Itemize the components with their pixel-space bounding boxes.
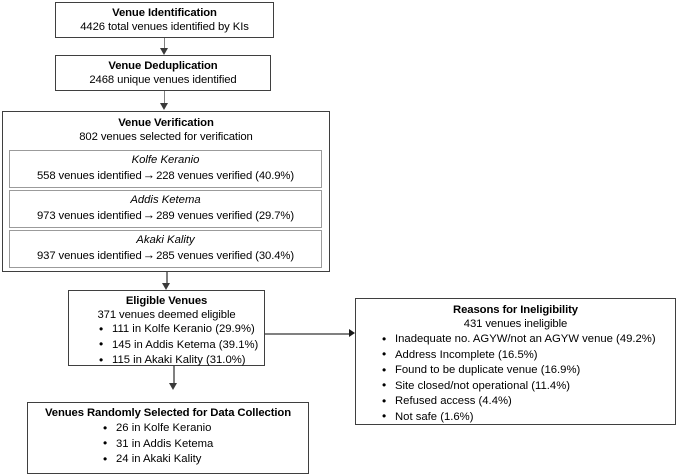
node-line: 431 venues ineligible bbox=[463, 318, 568, 330]
node-title: Venue Verification bbox=[118, 117, 214, 129]
node-line: 371 venues deemed eligible bbox=[97, 309, 236, 321]
node-venue-deduplication: Venue Deduplication 2468 unique venues i… bbox=[55, 55, 271, 91]
node-eligible-venues: Eligible Venues 371 venues deemed eligib… bbox=[68, 290, 265, 369]
connector-eligible-to-selected bbox=[173, 366, 175, 384]
node-line: 802 venues selected for verification bbox=[79, 131, 253, 143]
list-item: 24 in Akaki Kality bbox=[101, 452, 308, 468]
node-reasons-for-ineligibility: Reasons for Ineligibility 431 venues ine… bbox=[355, 298, 676, 425]
arrowhead-right bbox=[349, 329, 355, 337]
subregion-name: Kolfe Keranio bbox=[131, 154, 200, 166]
arrowhead-down bbox=[159, 48, 168, 55]
arrowhead-down bbox=[169, 383, 177, 390]
list-item: 26 in Kolfe Keranio bbox=[101, 421, 308, 437]
connector-eligible-to-reasons bbox=[265, 333, 349, 335]
node-title: Reasons for Ineligibility bbox=[453, 304, 578, 316]
subregion-name: Addis Ketema bbox=[130, 194, 201, 206]
subregion-stats: 973 venues identified→289 venues verifie… bbox=[10, 208, 321, 223]
list-item: 115 in Akaki Kality (31.0%) bbox=[97, 353, 264, 369]
right-arrow-icon: → bbox=[142, 248, 156, 262]
subregion-verified: 289 venues verified (29.7%) bbox=[156, 210, 295, 222]
arrowhead-down bbox=[159, 103, 168, 110]
right-arrow-icon: → bbox=[142, 168, 156, 182]
list-item: Site closed/not operational (11.4%) bbox=[380, 378, 675, 395]
connector-identification-to-deduplication bbox=[163, 38, 165, 50]
subregion-addis-ketema: Addis Ketema 973 venues identified→289 v… bbox=[9, 190, 322, 228]
subregion-identified: 973 venues identified bbox=[36, 210, 142, 222]
right-arrow-icon: → bbox=[142, 208, 156, 222]
connector-deduplication-to-verification bbox=[163, 91, 165, 105]
node-line: 4426 total venues identified by KIs bbox=[80, 21, 249, 33]
subregion-name: Akaki Kality bbox=[136, 234, 195, 246]
selected-venues-bullets: 26 in Kolfe Keranio 31 in Addis Ketema 2… bbox=[101, 421, 308, 468]
subregion-identified: 937 venues identified bbox=[36, 250, 142, 262]
list-item: 31 in Addis Ketema bbox=[101, 436, 308, 453]
node-title: Eligible Venues bbox=[125, 295, 208, 307]
node-line: 2468 unique venues identified bbox=[89, 74, 237, 86]
subregion-stats: 937 venues identified→285 venues verifie… bbox=[10, 248, 321, 263]
subregion-akaki-kality: Akaki Kality 937 venues identified→285 v… bbox=[9, 230, 322, 268]
list-item: Found to be duplicate venue (16.9%) bbox=[380, 363, 675, 379]
eligible-venues-bullets: 111 in Kolfe Keranio (29.9%) 145 in Addi… bbox=[97, 322, 264, 369]
subregion-verified: 228 venues verified (40.9%) bbox=[156, 170, 295, 182]
ineligibility-reasons-bullets: Inadequate no. AGYW/not an AGYW venue (4… bbox=[380, 332, 675, 425]
list-item: Inadequate no. AGYW/not an AGYW venue (4… bbox=[380, 332, 675, 348]
list-item: Address Incomplete (16.5%) bbox=[380, 347, 675, 364]
subregion-identified: 558 venues identified bbox=[36, 170, 142, 182]
subregion-stats: 558 venues identified→228 venues verifie… bbox=[10, 168, 321, 183]
connector-verification-to-eligible bbox=[166, 272, 168, 286]
subregion-verified: 285 venues verified (30.4%) bbox=[156, 250, 295, 262]
node-title: Venue Identification bbox=[112, 7, 217, 19]
list-item: Not safe (1.6%) bbox=[380, 409, 675, 426]
list-item: Refused access (4.4%) bbox=[380, 394, 675, 410]
node-title: Venue Deduplication bbox=[108, 60, 218, 72]
node-venue-identification: Venue Identification 4426 total venues i… bbox=[55, 2, 274, 38]
subregion-kolfe-keranio: Kolfe Keranio 558 venues identified→228 … bbox=[9, 150, 322, 188]
list-item: 111 in Kolfe Keranio (29.9%) bbox=[97, 322, 264, 338]
node-title: Venues Randomly Selected for Data Collec… bbox=[44, 407, 292, 419]
list-item: 145 in Addis Ketema (39.1%) bbox=[97, 337, 264, 354]
arrowhead-down bbox=[162, 283, 170, 290]
node-venues-randomly-selected: Venues Randomly Selected for Data Collec… bbox=[27, 402, 309, 474]
